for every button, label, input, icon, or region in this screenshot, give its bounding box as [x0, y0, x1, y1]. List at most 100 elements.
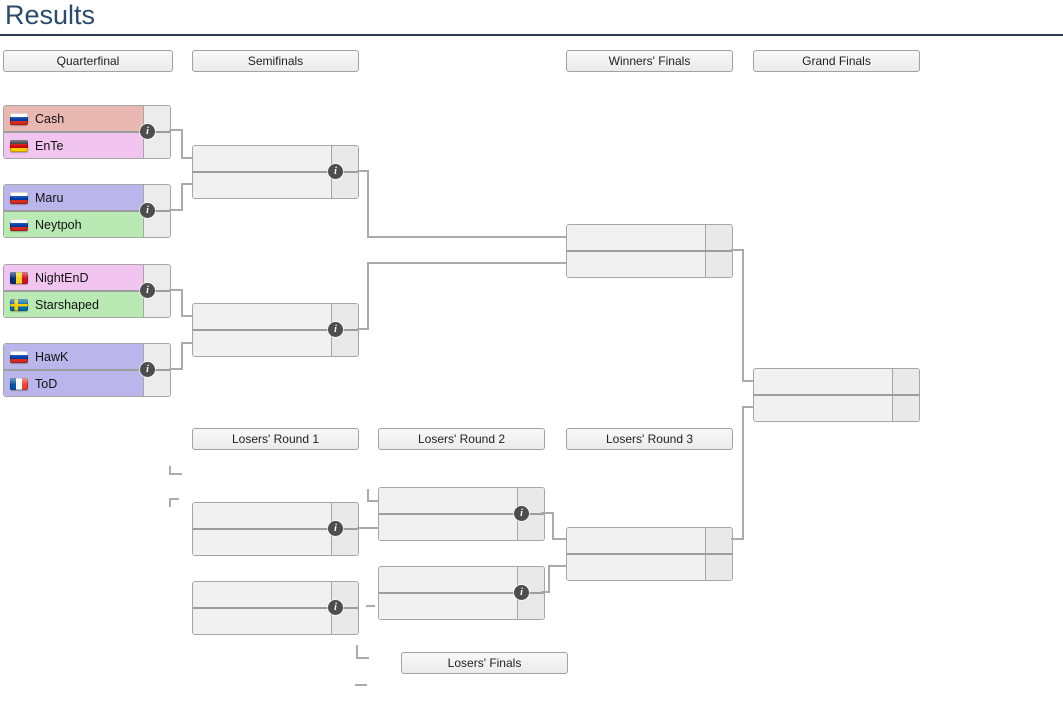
bracket-connector: [169, 129, 183, 131]
score-cell: [892, 369, 919, 394]
match-losers-round3: [566, 527, 733, 581]
score-cell: [331, 304, 358, 329]
bracket-connector: [367, 170, 369, 238]
empty-slot: [567, 252, 705, 277]
info-icon[interactable]: i: [514, 506, 529, 521]
bracket-connector: [541, 591, 550, 593]
empty-slot: [193, 530, 331, 555]
bracket-connector: [367, 236, 566, 238]
player-name: Maru: [35, 190, 64, 205]
empty-slot: [193, 609, 331, 634]
info-icon[interactable]: i: [514, 585, 529, 600]
player-name: ToD: [35, 376, 58, 391]
empty-slot: [193, 331, 331, 356]
flag-sweden-icon: [10, 298, 28, 311]
bracket-connector: [169, 473, 182, 475]
empty-slot: [193, 146, 331, 171]
empty-slot: [379, 594, 517, 619]
bracket-connector: [169, 209, 183, 211]
round-header-losers-round-3: Losers' Round 3: [566, 428, 733, 450]
empty-slot: [193, 173, 331, 198]
bracket-connector: [552, 538, 566, 540]
match-losers-round2-2: i: [378, 566, 545, 620]
bracket-connector: [181, 183, 192, 185]
bracket-connector: [552, 512, 554, 540]
player-name: Cash: [35, 111, 65, 126]
bracket-connector: [367, 489, 369, 502]
bracket-connector: [357, 328, 369, 330]
round-header-grand-finals: Grand Finals: [753, 50, 920, 72]
round-header-quarterfinal: Quarterfinal: [3, 50, 173, 72]
bracket-connector: [548, 566, 550, 593]
player-name: Starshaped: [35, 297, 99, 312]
player-cell-maru[interactable]: Maru: [4, 185, 143, 210]
score-cell: [705, 528, 732, 553]
score-cell: [143, 265, 170, 290]
round-header-losers-finals: Losers' Finals: [401, 652, 568, 674]
bracket-connector: [181, 342, 192, 344]
bracket-connector: [356, 645, 358, 659]
bracket-connector: [181, 289, 183, 317]
bracket-connector: [181, 183, 183, 211]
round-header-semifinals: Semifinals: [192, 50, 359, 72]
bracket-connector: [541, 512, 554, 514]
round-header-losers-round-2: Losers' Round 2: [378, 428, 545, 450]
page-title: Results: [5, 0, 96, 30]
bracket-connector: [169, 368, 183, 370]
info-icon[interactable]: i: [328, 521, 343, 536]
flag-france-icon: [10, 377, 28, 390]
bracket-connector: [366, 605, 375, 607]
bracket-connector: [731, 538, 744, 540]
match-quarterfinal-4: HawK ToD i: [3, 343, 171, 397]
match-quarterfinal-1: Cash EnTe i: [3, 105, 171, 159]
bracket-connector: [367, 500, 378, 502]
bracket-connector: [742, 406, 744, 540]
flag-russia-icon: [10, 191, 28, 204]
player-cell-neytpoh[interactable]: Neytpoh: [4, 212, 143, 237]
empty-slot: [567, 555, 705, 580]
match-semifinal-1: i: [192, 145, 359, 199]
bracket-connector: [169, 498, 179, 500]
player-cell-nightend[interactable]: NightEnD: [4, 265, 143, 290]
info-icon[interactable]: i: [140, 203, 155, 218]
match-losers-round1-2: i: [192, 581, 359, 635]
score-cell: [143, 185, 170, 210]
score-cell: [705, 252, 732, 277]
bracket-connector: [169, 498, 171, 507]
empty-slot: [754, 369, 892, 394]
match-winners-finals: [566, 224, 733, 278]
info-icon[interactable]: i: [140, 124, 155, 139]
bracket-connector: [367, 262, 369, 330]
empty-slot: [193, 304, 331, 329]
bracket-connector: [357, 170, 369, 172]
bracket-connector: [548, 565, 566, 567]
player-cell-starshaped[interactable]: Starshaped: [4, 292, 143, 317]
flag-russia-icon: [10, 350, 28, 363]
empty-slot: [379, 567, 517, 592]
bracket-connector: [181, 315, 192, 317]
match-losers-round2-1: i: [378, 487, 545, 541]
match-quarterfinal-2: Maru Neytpoh i: [3, 184, 171, 238]
info-icon[interactable]: i: [328, 164, 343, 179]
player-name: Neytpoh: [35, 217, 82, 232]
player-cell-hawk[interactable]: HawK: [4, 344, 143, 369]
player-cell-tod[interactable]: ToD: [4, 371, 143, 396]
match-grand-finals: [753, 368, 920, 422]
bracket-connector: [367, 262, 566, 264]
player-name: HawK: [35, 349, 69, 364]
player-cell-ente[interactable]: EnTe: [4, 133, 143, 158]
bracket-connector: [181, 342, 183, 370]
info-icon[interactable]: i: [328, 322, 343, 337]
bracket-connector: [169, 289, 183, 291]
bracket-connector: [181, 157, 192, 159]
player-cell-cash[interactable]: Cash: [4, 106, 143, 131]
bracket-connector: [742, 380, 753, 382]
match-semifinal-2: i: [192, 303, 359, 357]
empty-slot: [567, 225, 705, 250]
info-icon[interactable]: i: [328, 600, 343, 615]
info-icon[interactable]: i: [140, 362, 155, 377]
info-icon[interactable]: i: [140, 283, 155, 298]
round-header-losers-round-1: Losers' Round 1: [192, 428, 359, 450]
bracket-connector: [742, 406, 753, 408]
